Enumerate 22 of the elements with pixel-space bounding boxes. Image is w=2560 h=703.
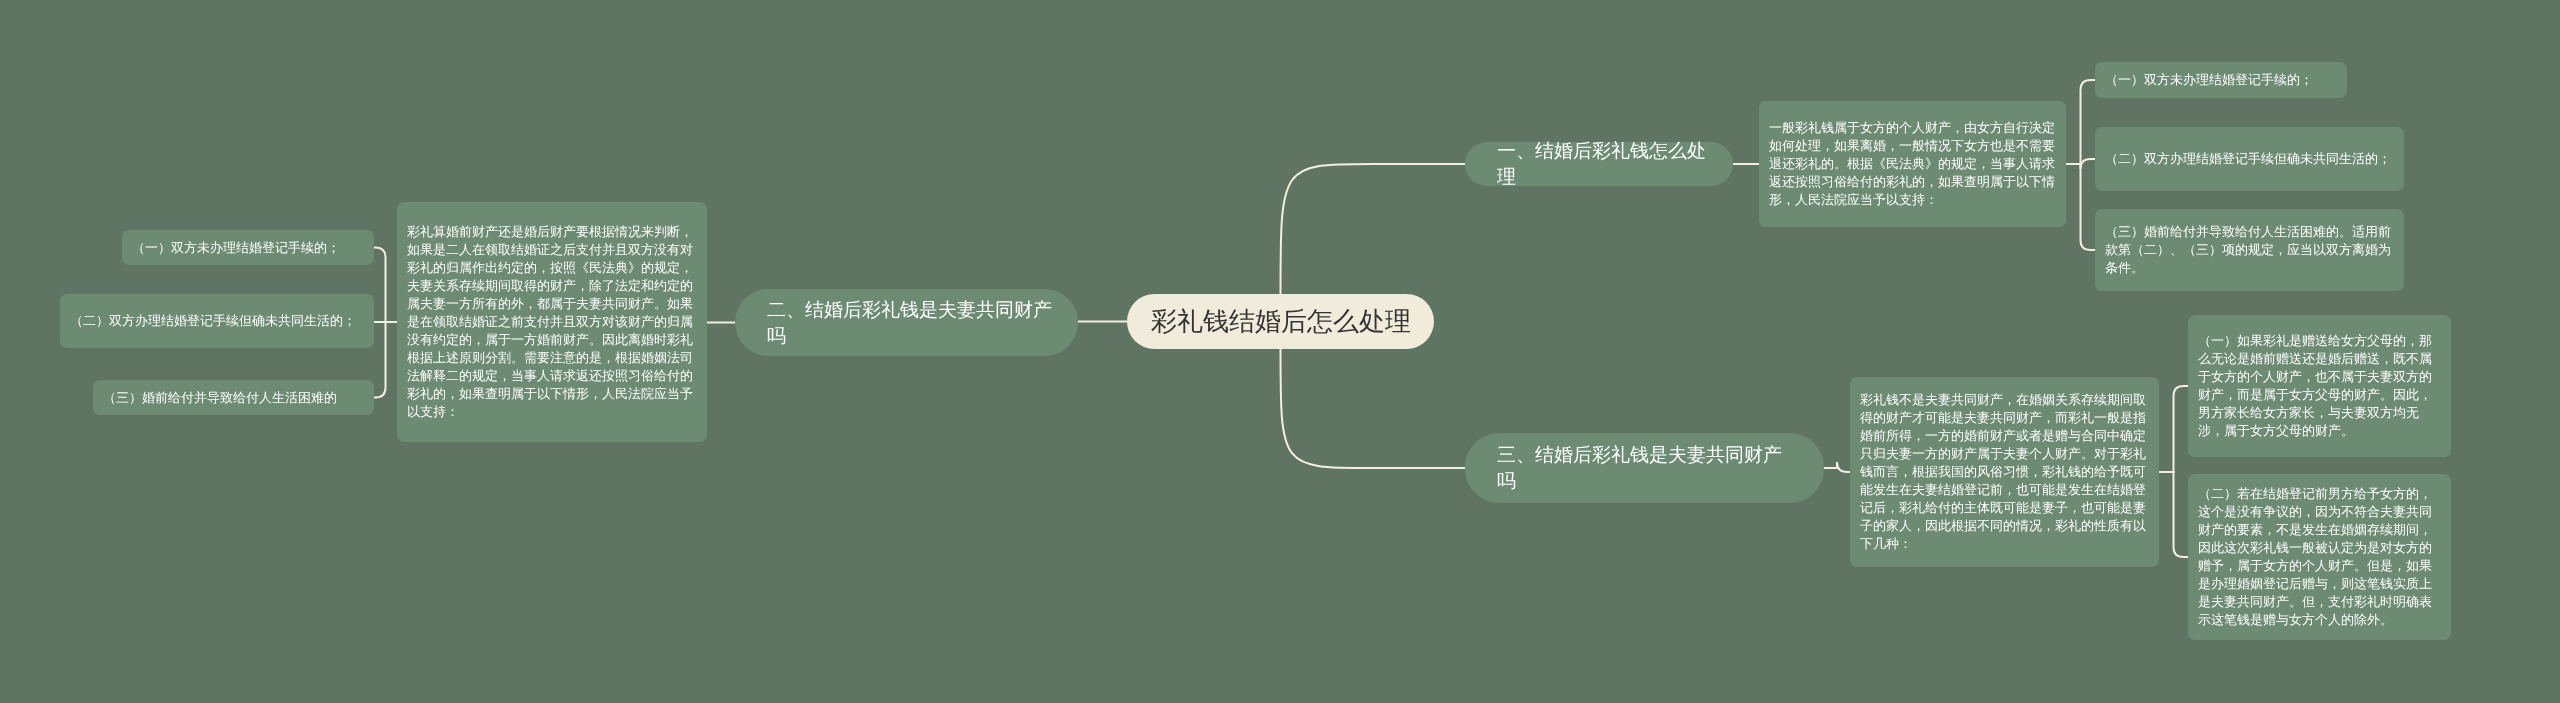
note-card: （一）如果彩礼是赠送给女方父母的，那么无论是婚前赠送还是婚后赠送，既不属于女方的个人财产，也不属于夫妻双方的财产，而是属于女方父母的财产。因此，男方家长给女方家长，与夫妻双方均无涉，属于女方父母的财产。: [2188, 315, 2451, 457]
note-card: （二）双方办理结婚登记手续但确未共同生活的；: [60, 294, 374, 348]
branch-topic: 三、结婚后彩礼钱是夫妻共同财产吗: [1465, 433, 1824, 503]
note-card: （二）双方办理结婚登记手续但确未共同生活的；: [2095, 127, 2404, 191]
branch-topic: 一、结婚后彩礼钱怎么处理: [1465, 142, 1733, 186]
note-card: （二）若在结婚登记前男方给予女方的，这个是没有争议的，因为不符合夫妻共同财产的要素，不是发生在婚姻存续期间，因此这次彩礼钱一般被认定为是对女方的赠予，属于女方的个人财产。但是，如果是办理婚姻登记后赠与，则这笔钱实质上是夫妻共同财产。但，支付彩礼时明确表示这笔钱是赠与女方个人的除外。: [2188, 474, 2451, 640]
note-card: 彩礼算婚前财产还是婚后财产要根据情况来判断，如果是二人在领取结婚证之后支付并且双方没有对彩礼的归属作出约定的，按照《民法典》的规定，夫妻关系存续期间取得的财产，除了法定和约定的属夫妻一方所有的外，都属于夫妻共同财产。如果是在领取结婚证之前支付并且双方对该财产的归属没有约定的，属于一方婚前财产。因此离婚时彩礼根据上述原则分割。需要注意的是，根据婚姻法司法解释二的规定，当事人请求返还按照习俗给付的彩礼的，如果查明属于以下情形，人民法院应当予以支持：: [397, 202, 707, 442]
connector-line: [373, 321, 398, 399]
connector-line: [1732, 163, 1760, 165]
note-card: （三）婚前给付并导致给付人生活困难的。适用前款第（二）、（三）项的规定，应当以双方离婚为条件。: [2095, 209, 2404, 291]
branch-topic: 二、结婚后彩礼钱是夫妻共同财产吗: [735, 289, 1078, 356]
note-card: （一）双方未办理结婚登记手续的；: [2095, 62, 2347, 98]
note-card: 彩礼钱不是夫妻共同财产，在婚姻关系存续期间取得的财产才可能是夫妻共同财产，而彩礼一般是指婚前所得，一方的婚前财产或者是赠与合同中确定只归夫妻一方的财产属于夫妻个人财产。对于彩礼钱而言，根据我国的风俗习惯，彩礼钱的给予既可能发生在夫妻结婚登记前，也可能是发生在结婚登记后，彩礼给付的主体既可能是妻子，也可能是妻子的家人，因此根据不同的情况，彩礼的性质有以下几种：: [1850, 377, 2159, 567]
central-topic: 彩礼钱结婚后怎么处理: [1127, 294, 1434, 349]
note-card: （三）婚前给付并导致给付人生活困难的: [93, 380, 374, 415]
connector-line: [1823, 461, 1851, 473]
connector-line: [706, 321, 736, 324]
note-card: 一般彩礼钱属于女方的个人财产，由女方自行决定如何处理，如果离婚，一般情况下女方也是不需要退还彩礼的。根据《民法典》的规定，当事人请求返还按照习俗给付的彩礼的，如果查明属于以下情形，人民法院应当予以支持：: [1759, 101, 2066, 227]
note-card: （一）双方未办理结婚登记手续的；: [122, 230, 374, 265]
connector-line: [1279, 348, 1466, 469]
connector-line: [1279, 163, 1466, 295]
connector-line: [1077, 320, 1128, 323]
